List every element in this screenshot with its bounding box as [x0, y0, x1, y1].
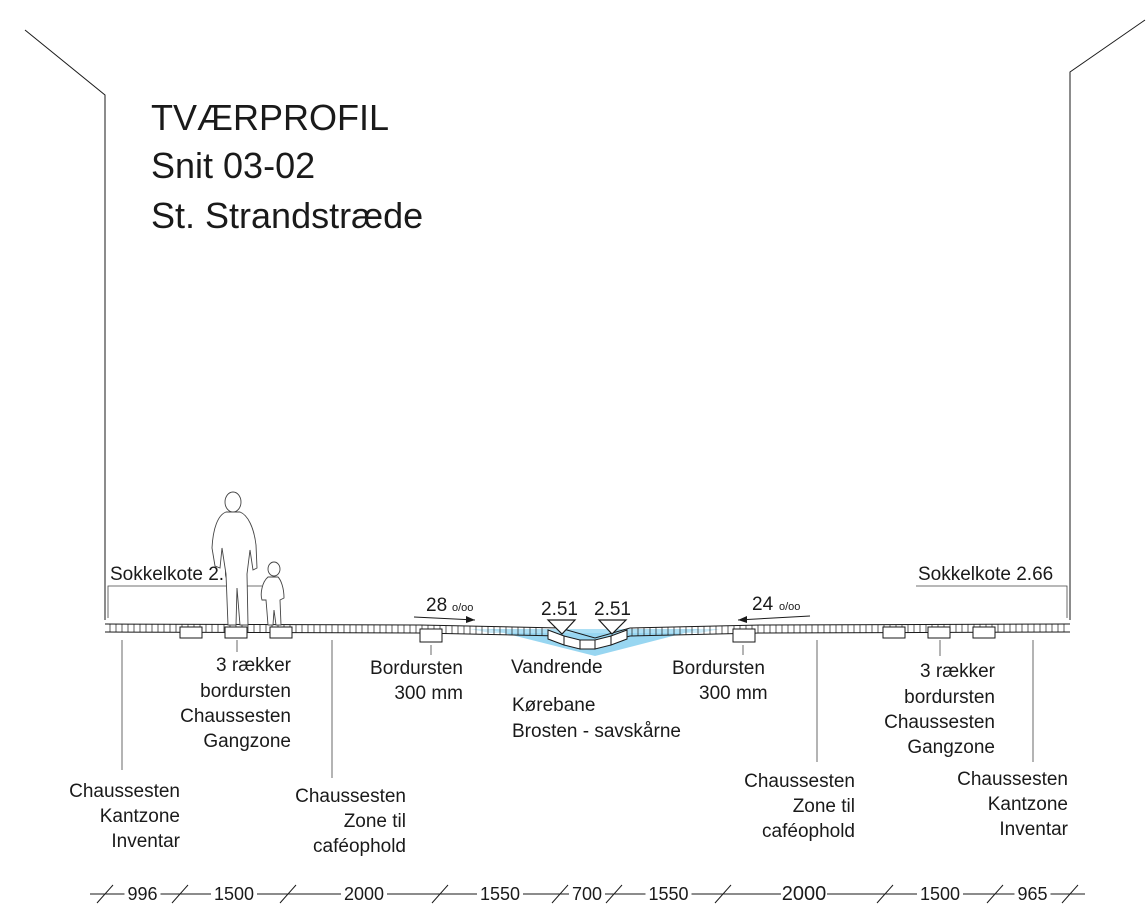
svg-text:bordursten: bordursten: [904, 687, 995, 708]
label-korebane: Kørebane Brosten - savskårne: [512, 695, 681, 742]
dimension-tick: [279, 884, 297, 904]
gutter-water-light: [470, 629, 720, 633]
dimension-chain: 996 1500 2000 1550 700 1550 2000 1500 965: [90, 883, 1085, 905]
dimension-label: 2000: [344, 884, 384, 904]
svg-text:Zone til: Zone til: [344, 811, 406, 832]
drawing-title: TVÆRPROFIL: [151, 97, 389, 138]
label-right-kantzone: Chaussesten Kantzone Inventar: [957, 769, 1069, 840]
left-socle-elevation: Sokkelkote 2.68: [107, 564, 262, 618]
svg-text:Inventar: Inventar: [111, 831, 180, 852]
svg-text:caféophold: caféophold: [762, 821, 855, 842]
label-vandrende: Vandrende: [511, 657, 603, 678]
curb-block: [419, 628, 443, 643]
leader-lines: [121, 640, 1034, 778]
label-right-bordur: Bordursten 300 mm: [672, 658, 768, 704]
slope-right: 24 o/oo: [737, 594, 811, 623]
right-socle-elevation: Sokkelkote 2.66: [916, 564, 1068, 618]
gutter-cobbles: [547, 629, 628, 650]
gutter-elevation-right: 2.51: [594, 599, 631, 635]
svg-text:Chaussesten: Chaussesten: [884, 712, 995, 733]
slope-left: 28 o/oo: [413, 595, 476, 623]
svg-text:o/oo: o/oo: [452, 602, 473, 614]
right-facade-line: [1069, 19, 1146, 620]
dimension-label: 1500: [214, 884, 254, 904]
child-silhouette: [260, 561, 285, 626]
dimension-label: 1500: [920, 884, 960, 904]
curb-block: [179, 626, 203, 639]
curb-block: [927, 626, 951, 639]
curb-block: [882, 626, 906, 639]
svg-text:300 mm: 300 mm: [394, 683, 463, 704]
label-left-kantzone: Chaussesten Kantzone Inventar: [69, 781, 181, 852]
svg-text:2.51: 2.51: [594, 599, 631, 620]
dimension-label: 965: [1017, 884, 1047, 904]
svg-text:Sokkelkote 2.68: Sokkelkote 2.68: [110, 564, 245, 585]
dimension-label: 1550: [648, 884, 688, 904]
svg-text:Zone til: Zone til: [793, 796, 855, 817]
dimension-tick: [986, 884, 1004, 904]
dimension-label: 1550: [480, 884, 520, 904]
svg-text:Kantzone: Kantzone: [988, 794, 1068, 815]
svg-text:300 mm: 300 mm: [699, 683, 768, 704]
svg-text:24: 24: [752, 594, 774, 615]
curb-block: [732, 628, 756, 643]
dimension-tick: [876, 884, 894, 904]
dimension-tick: [1061, 884, 1079, 904]
section-number: Snit 03-02: [151, 145, 315, 186]
gutter-elevation-left: 2.51: [541, 599, 578, 635]
curb-block: [269, 626, 293, 639]
label-left-gangzone: 3 rækker bordursten Chaussesten Gangzone: [180, 655, 292, 752]
dimension-label: 700: [572, 884, 602, 904]
svg-text:Bordursten: Bordursten: [672, 658, 765, 679]
dimension-tick: [551, 884, 569, 904]
svg-text:3 rækker: 3 rækker: [920, 661, 996, 682]
svg-text:Inventar: Inventar: [999, 819, 1068, 840]
svg-text:Chaussesten: Chaussesten: [180, 706, 291, 727]
label-left-cafe: Chaussesten Zone til caféophold: [295, 786, 406, 857]
svg-text:caféophold: caféophold: [313, 836, 406, 857]
svg-text:Gangzone: Gangzone: [907, 737, 995, 758]
dimension-tick: [96, 884, 114, 904]
svg-text:Kantzone: Kantzone: [100, 806, 180, 827]
svg-text:Gangzone: Gangzone: [203, 731, 291, 752]
svg-text:Chaussesten: Chaussesten: [69, 781, 180, 802]
svg-text:Bordursten: Bordursten: [370, 658, 463, 679]
label-right-gangzone: 3 rækker bordursten Chaussesten Gangzone: [884, 661, 996, 758]
adult-silhouette: [211, 491, 258, 626]
svg-text:Sokkelkote 2.66: Sokkelkote 2.66: [918, 564, 1053, 585]
dimension-label: 996: [127, 884, 157, 904]
curb-block: [972, 626, 996, 639]
svg-text:Chaussesten: Chaussesten: [744, 771, 855, 792]
svg-text:3 rækker: 3 rækker: [216, 655, 292, 676]
dimension-tick: [605, 884, 623, 904]
curb-blocks: [179, 626, 996, 643]
dimension-tick: [431, 884, 449, 904]
svg-text:Chaussesten: Chaussesten: [295, 786, 406, 807]
dimension-label: 2000: [782, 883, 827, 905]
svg-text:Brosten - savskårne: Brosten - savskårne: [512, 721, 681, 742]
svg-text:2.51: 2.51: [541, 599, 578, 620]
label-right-cafe: Chaussesten Zone til caféophold: [744, 771, 855, 842]
dimension-tick: [171, 884, 189, 904]
svg-text:bordursten: bordursten: [200, 681, 291, 702]
svg-text:28: 28: [426, 595, 447, 616]
street-name: St. Strandstræde: [151, 195, 423, 236]
svg-text:o/oo: o/oo: [779, 601, 800, 613]
dimension-tick: [714, 884, 732, 904]
left-facade-line: [24, 29, 106, 620]
curb-block: [224, 626, 248, 639]
label-left-bordur: Bordursten 300 mm: [370, 658, 463, 704]
svg-text:Kørebane: Kørebane: [512, 695, 595, 716]
svg-text:Chaussesten: Chaussesten: [957, 769, 1068, 790]
